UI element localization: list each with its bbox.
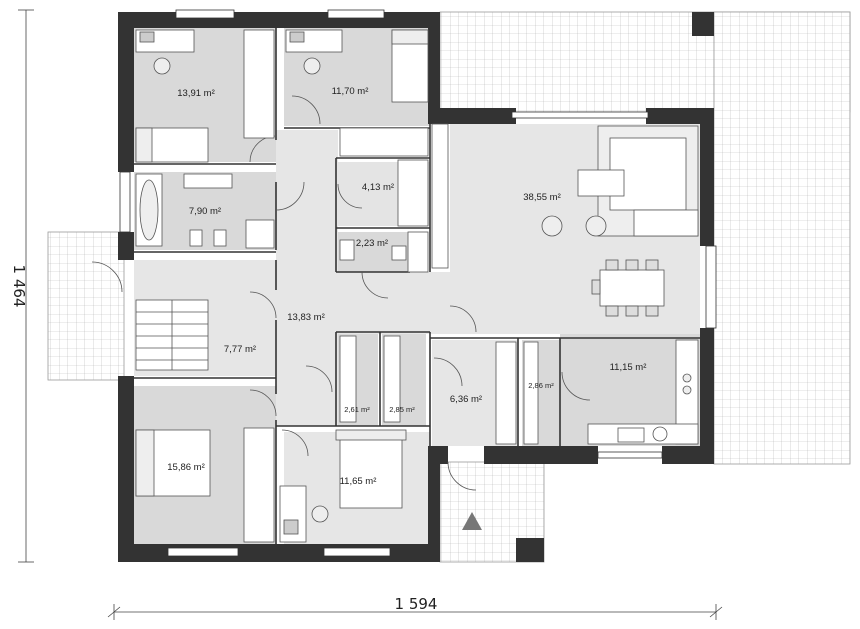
- fireplace: [431, 123, 449, 269]
- partitions: [134, 28, 700, 544]
- laptop-icon: [283, 519, 299, 535]
- room-area-closet-1: 2,61 m²: [344, 405, 370, 414]
- dimension-width-label: 1 594: [395, 595, 438, 613]
- shower-icon: [245, 219, 275, 249]
- room-area-entrance: 6,36 m²: [450, 394, 482, 405]
- stove-icon: [407, 231, 429, 273]
- wardrobe-bedroom-n: [339, 127, 429, 157]
- room-area-bathroom: 7,90 m²: [189, 206, 221, 217]
- bed-bedroom-s: [339, 433, 403, 509]
- wardrobe-bedroom-sw: [243, 427, 275, 543]
- wardrobe-bedroom-nw: [243, 29, 275, 139]
- laptop-icon: [289, 31, 305, 43]
- laptop-icon: [139, 31, 155, 43]
- bidet-icon: [213, 229, 227, 247]
- room-area-bedroom-sw: 15,86 m²: [167, 462, 205, 473]
- dining-table: [599, 269, 665, 307]
- shelf-closet-2: [383, 335, 401, 423]
- dimension-lines: [18, 9, 723, 620]
- armchair-icon: [585, 215, 607, 237]
- coffee-table: [577, 169, 625, 197]
- room-area-wc: 2,23 m²: [356, 238, 388, 249]
- furniture: [135, 29, 699, 543]
- chair-icon: [311, 505, 329, 523]
- hob-icon: [682, 373, 692, 383]
- toilet-icon: [189, 229, 203, 247]
- doors: [91, 95, 591, 491]
- chair-icon: [303, 57, 321, 75]
- toilet-icon: [391, 245, 407, 261]
- terrace-west: [47, 231, 125, 381]
- wardrobe-entrance: [495, 341, 517, 445]
- shelf-closet-1: [339, 335, 357, 423]
- sink-icon: [183, 173, 233, 189]
- room-area-closet-3: 2,86 m²: [528, 381, 554, 390]
- dimension-height-label: 1 464: [10, 265, 28, 308]
- sink-icon: [339, 239, 355, 261]
- terrace-east: [713, 11, 851, 465]
- room-area-living: 38,55 m²: [523, 192, 561, 203]
- room-area-stairs: 7,77 m²: [224, 344, 256, 355]
- room-area-closet-2: 2,85 m²: [389, 405, 415, 414]
- hob-icon: [682, 385, 692, 395]
- tv-cabinet: [633, 209, 699, 237]
- terrace-tiles: [47, 11, 851, 563]
- chair-icon: [153, 57, 171, 75]
- windows: [119, 9, 717, 557]
- room-area-hall: 13,83 m²: [287, 312, 325, 323]
- shelf-closet-3: [523, 341, 539, 445]
- room-area-bedroom-n: 11,70 m²: [332, 86, 369, 97]
- armchair-icon: [541, 215, 563, 237]
- sink-icon: [617, 427, 645, 443]
- room-area-kitchen: 11,15 m²: [610, 362, 647, 373]
- room-labels: 13,91 m² 11,70 m² 38,55 m² 7,90 m² 4,13 …: [167, 86, 646, 487]
- room-area-storage: 4,13 m²: [362, 182, 394, 193]
- shelf-storage: [397, 159, 429, 227]
- floor-hall-center: [276, 272, 450, 334]
- room-area-bedroom-nw: 13,91 m²: [177, 88, 215, 99]
- entrance-arrow-icon: [462, 512, 482, 530]
- room-area-bedroom-s: 11,65 m²: [340, 476, 377, 487]
- fridge-icon: [652, 426, 668, 442]
